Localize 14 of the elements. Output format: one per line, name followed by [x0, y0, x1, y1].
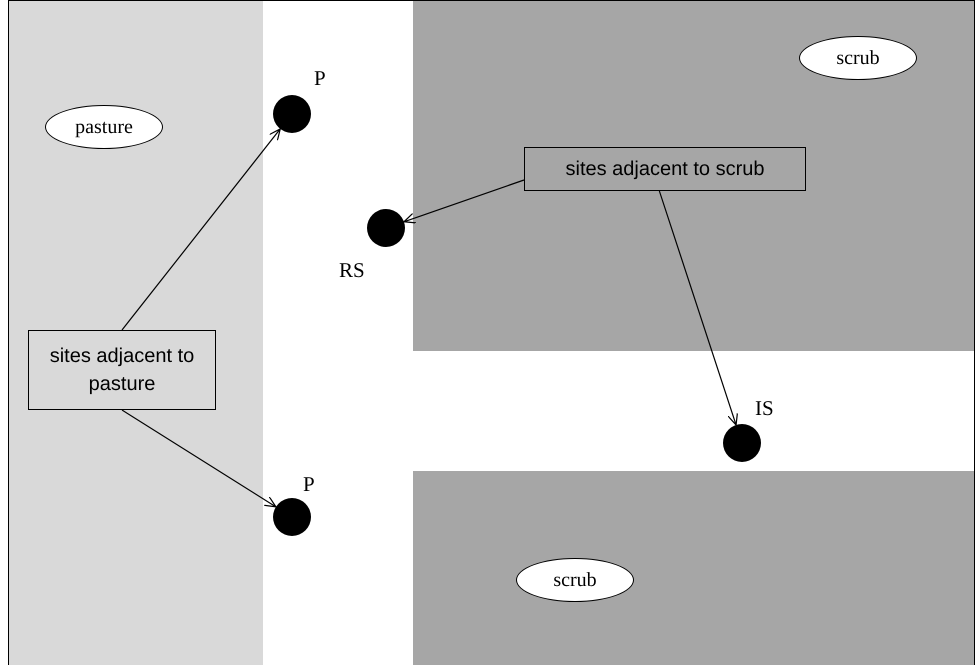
arrow	[122, 410, 277, 508]
site-label: P	[314, 66, 326, 91]
site-label: RS	[339, 258, 365, 283]
annotation-box: sites adjacent to pasture	[28, 330, 216, 410]
site-label: IS	[755, 396, 774, 421]
annotation-box: sites adjacent to scrub	[524, 147, 806, 191]
site-label: P	[303, 472, 315, 497]
site-dot	[273, 95, 311, 133]
site-dot	[367, 209, 405, 247]
site-dot	[723, 424, 761, 462]
arrow	[658, 190, 738, 426]
arrow	[122, 128, 281, 330]
arrow	[403, 179, 524, 224]
site-dot	[273, 498, 311, 536]
